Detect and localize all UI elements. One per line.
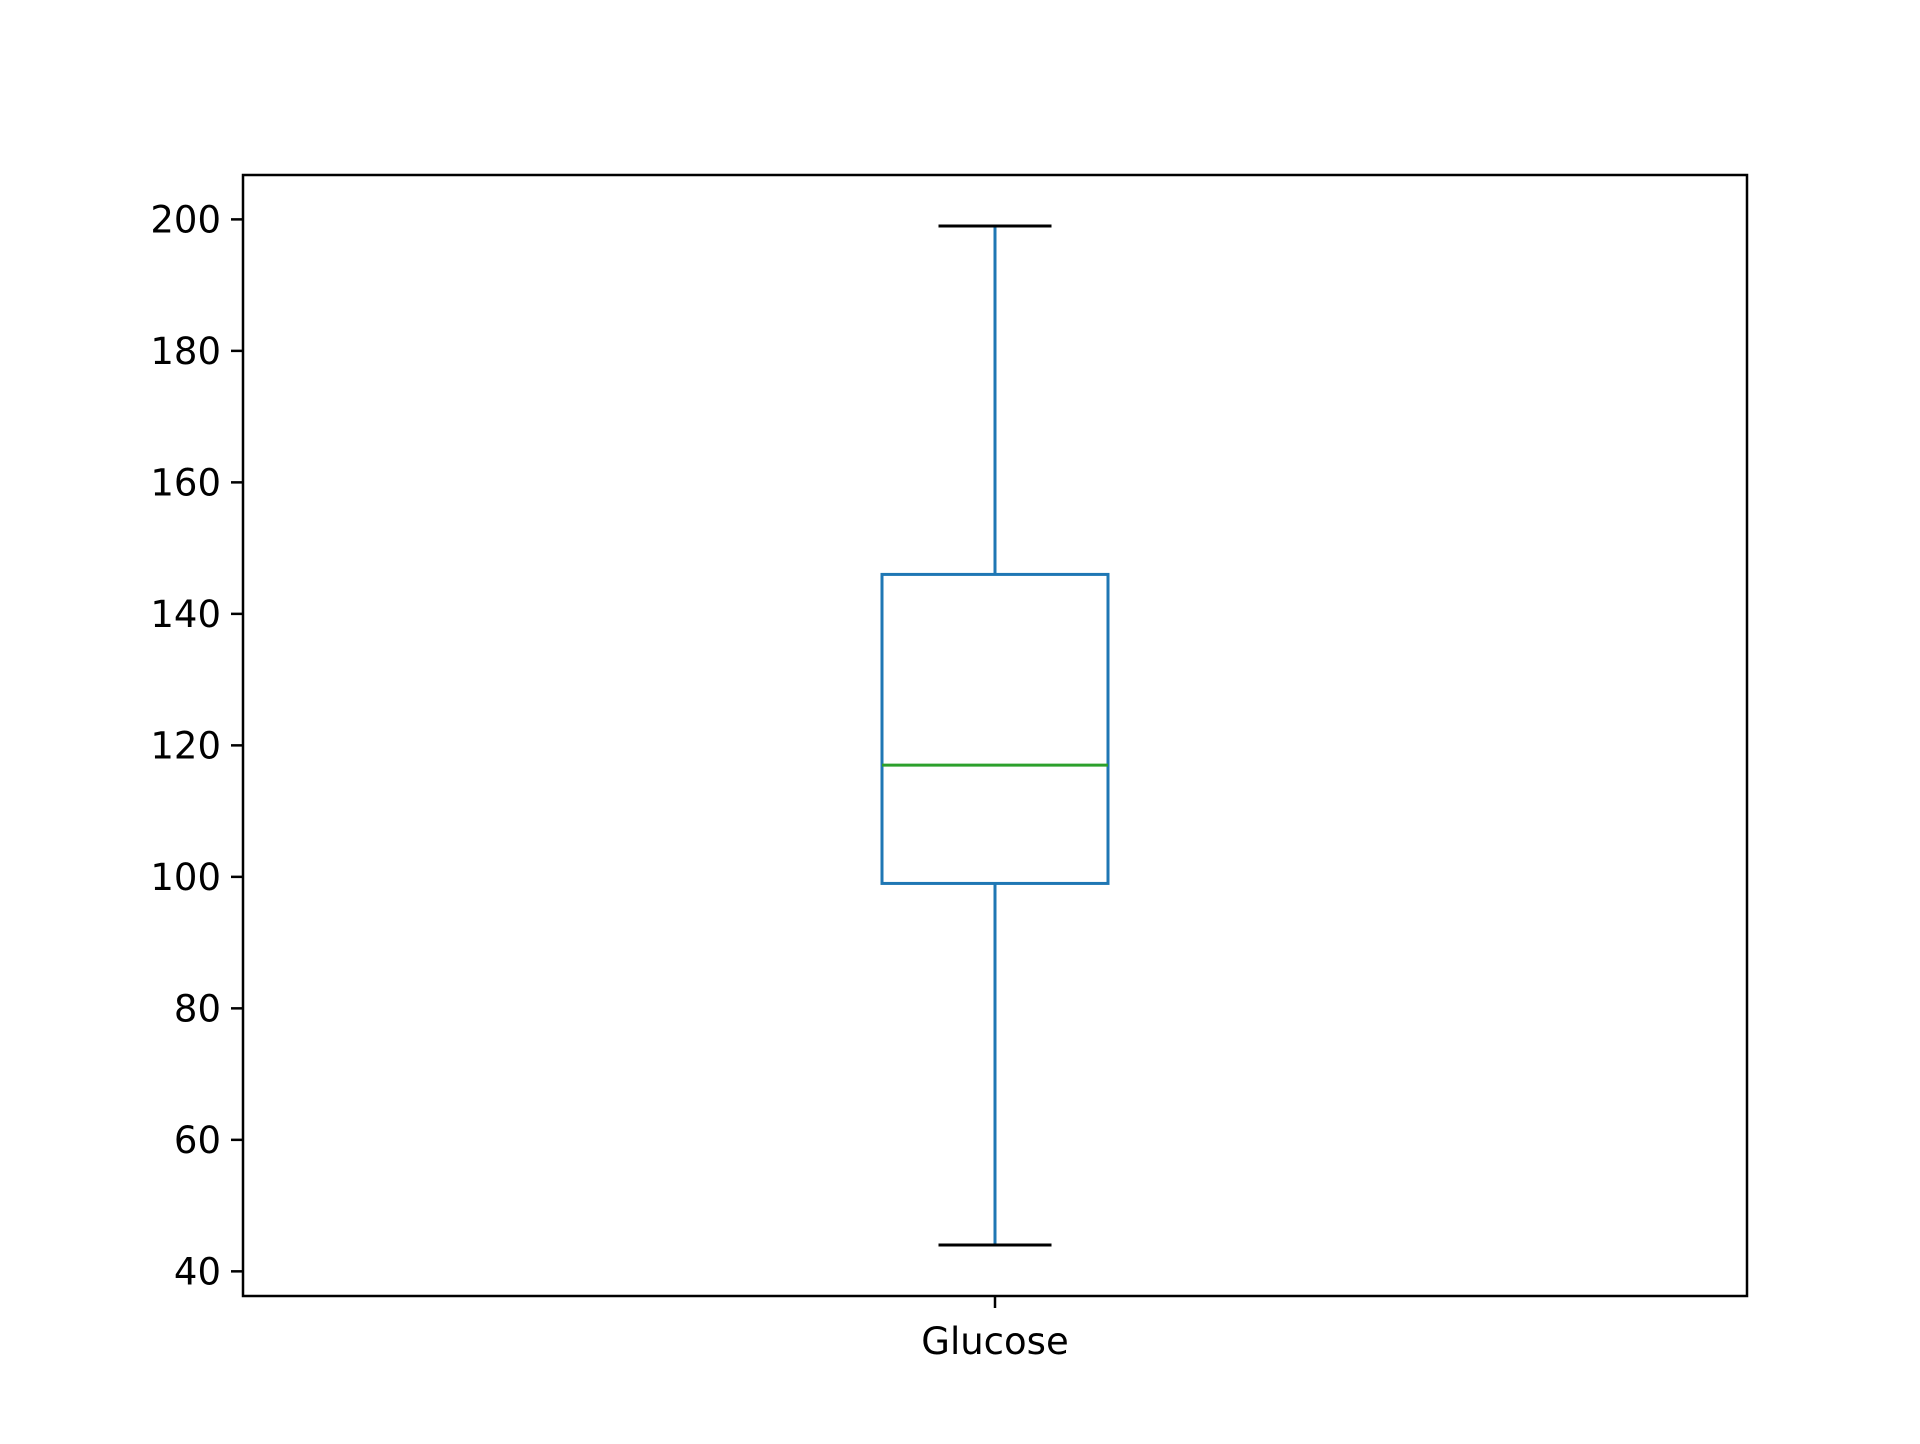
y-tick-label: 60 — [174, 1119, 221, 1162]
iqr-box — [880, 572, 1110, 885]
y-tick-label: 80 — [174, 987, 221, 1030]
marks-layer — [880, 224, 1110, 1247]
y-tick-label: 120 — [150, 724, 221, 767]
y-axis: 40 60 80 100 120 140 160 180 200 — [150, 198, 243, 1293]
y-tick-label: 200 — [150, 198, 221, 241]
x-axis: Glucose — [921, 1296, 1069, 1363]
x-tick-label: Glucose — [921, 1320, 1068, 1363]
y-tick-label: 160 — [150, 461, 221, 504]
y-tick-label: 180 — [150, 330, 221, 373]
y-tick-label: 140 — [150, 593, 221, 636]
y-tick-label: 40 — [174, 1250, 221, 1293]
y-tick-label: 100 — [150, 856, 221, 899]
